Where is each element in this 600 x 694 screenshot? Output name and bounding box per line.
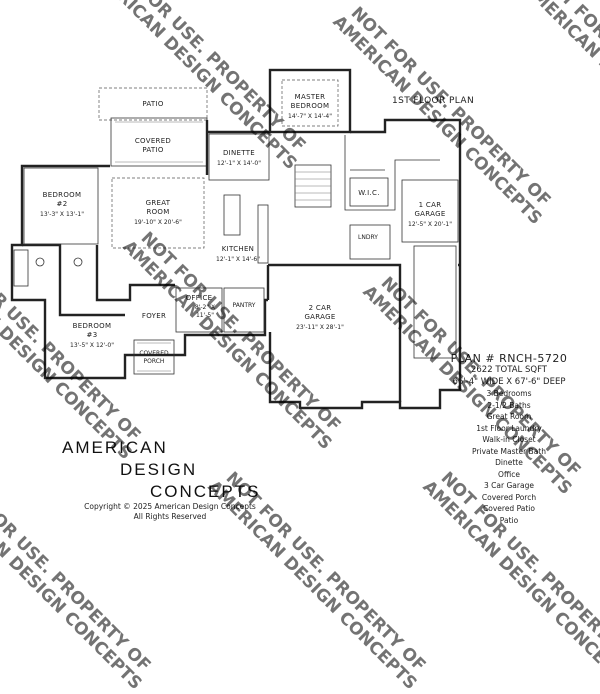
master-bedroom-room (268, 68, 352, 134)
feature-item: Great Room (486, 412, 532, 421)
brand-line-3: CONCEPTS (150, 482, 261, 501)
copyright-text: Copyright © 2025 American Design Concept… (84, 502, 256, 511)
bedroom2-label: BEDROOM (43, 191, 82, 199)
garage2-label: 2 CAR (309, 304, 332, 312)
garage2-dim: 23'-11" X 28'-1" (296, 324, 344, 331)
bedroom2-room (23, 167, 99, 245)
great-room-label: GREAT (146, 199, 171, 207)
covered-patio-label-2: PATIO (142, 146, 164, 154)
rights-text: All Rights Reserved (133, 512, 207, 521)
master-bedroom-label: MASTER (295, 93, 326, 101)
pantry-label: PANTRY (233, 302, 256, 309)
feature-item: 3 Car Garage (484, 481, 534, 490)
covered-porch-label: COVERED (139, 350, 169, 357)
kitchen-island (223, 194, 241, 236)
total-sqft: 2622 TOTAL SQFT (470, 365, 548, 375)
brand-line-1: AMERICAN (62, 438, 168, 457)
covered-patio-label: COVERED (135, 137, 171, 145)
feature-item: Private Master Bath (472, 446, 546, 456)
patio-hatching (115, 121, 203, 163)
dinette-dim: 12'-1" X 14'-0" (217, 160, 261, 167)
feature-item: 2-1/2 Baths (487, 400, 531, 410)
bedroom3-num: #3 (87, 331, 98, 339)
floor-title: 1ST FLOOR PLAN (392, 96, 475, 106)
exterior-walls (10, 118, 462, 410)
bath-fixture-left (13, 249, 29, 287)
bedroom2-dim: 13'-3" X 13'-1" (40, 211, 84, 218)
plan-number: PLAN # RNCH-5720 (450, 352, 568, 365)
pantry-room (223, 287, 265, 333)
kitchen-counter (257, 204, 269, 264)
master-bedroom-dim: 14'-7" X 14'-4" (288, 113, 332, 120)
covered-porch-label-2: PORCH (144, 358, 165, 365)
great-room-area (111, 177, 205, 249)
foyer-label: FOYER (142, 312, 166, 320)
dinette-room (208, 133, 270, 181)
brand-line-2: DESIGN (120, 460, 198, 479)
master-bedroom-label-2: BEDROOM (291, 102, 330, 110)
office-dim: 8'-2" X (195, 304, 215, 311)
bedroom2-num: #2 (57, 200, 68, 208)
feature-item: 3 Bedrooms (486, 389, 532, 398)
toilet-left (35, 257, 45, 267)
office-dim-2: 11'-5" (196, 312, 214, 319)
wic-room (349, 177, 389, 207)
garage2-walls (266, 263, 402, 402)
toilet-right (73, 257, 83, 267)
feature-item: Office (498, 469, 520, 479)
feature-item: Walk-in Closet (482, 435, 536, 444)
garage1-door (413, 245, 457, 359)
covered-porch-area (133, 339, 175, 375)
porch-hatching (137, 342, 171, 372)
garage1-label: 1 CAR (419, 201, 442, 209)
feature-item: 1st Floor Laundry (476, 423, 542, 433)
garage1-dim: 12'-5" X 20'-1" (408, 221, 452, 228)
wic-label: W.I.C. (358, 189, 380, 197)
feature-item: Covered Patio (483, 504, 535, 513)
laundry-label: LNDRY (358, 234, 378, 241)
garage1-room (401, 179, 459, 243)
laundry-room (349, 224, 391, 260)
office-label: OFFICE (186, 294, 213, 302)
office-room (175, 287, 223, 333)
great-room-label-2: ROOM (146, 208, 169, 216)
plan-dimensions: 66'-4" WIDE X 67'-6" DEEP (452, 376, 566, 387)
floor-plan-drawing: PATIO COVERED PATIO MASTER BEDROOM 14'-7… (10, 68, 462, 410)
bedroom3-dim: 13'-5" X 12'-0" (70, 342, 114, 349)
stair-treads (295, 171, 331, 201)
master-bedroom-rug (281, 79, 339, 127)
bedroom3-label: BEDROOM (73, 322, 112, 330)
dinette-label: DINETTE (223, 149, 255, 157)
feature-item: Patio (499, 515, 519, 525)
garage1-label-2: GARAGE (414, 210, 445, 218)
feature-item: Covered Porch (481, 492, 537, 502)
left-wing-walls (22, 243, 175, 317)
master-bath-walls (344, 135, 440, 211)
patio-label: PATIO (142, 100, 164, 108)
plan-info-block: PLAN # RNCH-5720 2622 TOTAL SQFT 66'-4" … (434, 352, 584, 526)
kitchen-label: KITCHEN (222, 245, 254, 253)
kitchen-dim: 12'-1" X 14'-6" (216, 256, 260, 263)
garage2-label-2: GARAGE (304, 313, 335, 321)
feature-item: Dinette (495, 458, 523, 467)
great-room-dim: 19'-10" X 20'-6" (134, 219, 182, 226)
